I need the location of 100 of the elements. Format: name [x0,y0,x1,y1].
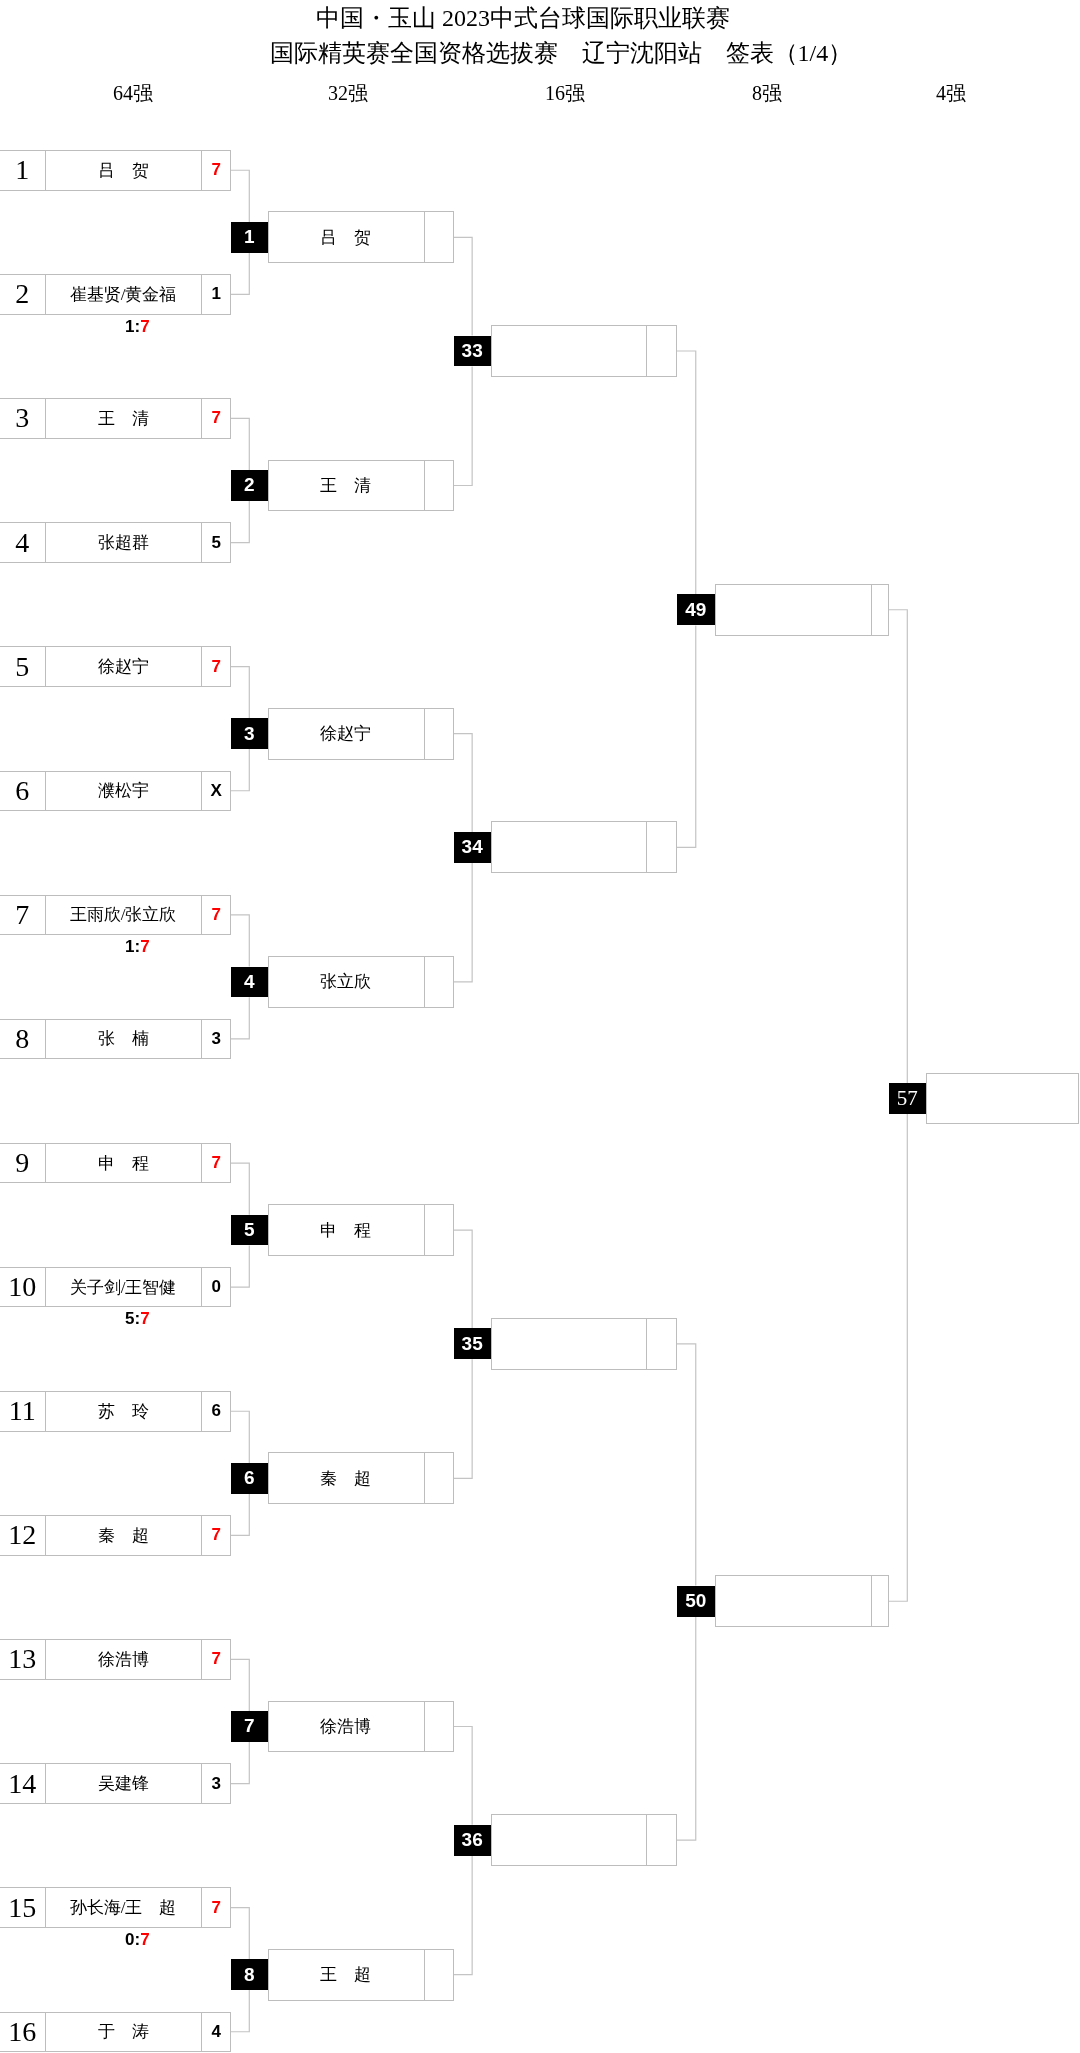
match-score: 1 [200,275,231,314]
match-number: 2 [230,470,268,501]
match-score: 5 [200,523,231,562]
match-number: 5 [230,1214,268,1246]
seed-number: 3 [14,401,31,436]
player-slot [267,956,454,1008]
match-score: 7 [200,399,231,438]
player-name: 徐赵宁 [44,647,201,686]
seed-number: 5 [14,649,31,684]
player-name: 濮松宇 [44,771,201,810]
match-score: 3 [200,1019,231,1059]
player-name: 王 清 [319,475,373,497]
player-name: 徐赵宁 [319,723,373,746]
bracket-line [230,500,250,544]
player-name: 王 清 [44,399,201,438]
player-row [0,150,231,191]
player-name: 申 程 [44,1143,201,1183]
match-result: 5:7 [125,1309,150,1330]
match-number: 7 [230,1711,268,1742]
seed-number: 13 [7,1642,38,1677]
player-slot [267,1452,454,1505]
player-row [0,1391,231,1432]
bracket-line [453,236,473,337]
bracket-line [230,1493,250,1536]
player-name: 于 涛 [44,2012,201,2051]
bracket-line [676,1343,697,1587]
player-row [0,1266,231,1308]
round-header: 16强 [545,81,585,105]
bracket-line [453,862,473,983]
player-name: 吕 贺 [44,151,201,190]
bracket-line [230,1162,250,1216]
seed-number: 6 [14,773,31,808]
player-slot [925,1072,1080,1125]
seed-number: 8 [14,1021,31,1056]
seed-number: 7 [14,897,31,932]
player-name: 崔基贤/黄金福 [44,275,201,314]
bracket-line [676,1616,697,1841]
bracket-line [453,1229,473,1329]
match-number: 36 [453,1824,491,1856]
player-row [0,1142,231,1184]
bracket-line [888,609,908,1084]
subtitle: 国际精英赛全国资格选拔赛 辽宁沈阳站 签表（1/4） [269,38,853,68]
match-score: 7 [200,647,231,686]
bracket-line [230,417,250,471]
player-row [0,1639,231,1680]
player-slot [267,1204,454,1256]
match-number: 6 [230,1462,268,1494]
player-name: 秦 超 [44,1516,201,1555]
player-row [0,1018,231,1060]
round-header: 32强 [328,81,368,105]
player-name: 关子剑/王智健 [44,1267,201,1307]
match-number: 4 [230,966,268,998]
player-slot [267,707,454,760]
seed-number: 9 [14,1146,31,1181]
match-result: 0:7 [125,1929,150,1951]
seed-number: 16 [7,2014,38,2049]
round-header: 4强 [936,81,966,105]
player-row [0,398,231,439]
player-slot [714,583,889,636]
seed-number: 4 [14,525,31,560]
bracket-line [676,624,697,848]
seed-number: 14 [7,1766,38,1801]
bracket-line [453,1725,473,1826]
player-name: 徐浩博 [44,1640,201,1679]
match-score: 7 [200,1640,231,1679]
player-row [0,274,231,315]
player-name: 张 楠 [44,1019,201,1059]
player-slot [267,459,454,512]
player-slot [267,1700,454,1753]
match-result: 1:7 [125,316,150,337]
player-name: 苏 玲 [44,1392,201,1431]
match-number: 35 [453,1328,491,1360]
round-header: 64强 [113,81,153,105]
bracket-line [230,748,250,792]
player-slot [267,211,454,264]
bracket-line [453,1855,473,1976]
bracket-line [230,1741,250,1785]
player-name: 王雨欣/张立欣 [44,895,201,935]
bracket-line [453,365,473,487]
match-score: 7 [200,1888,231,1927]
seed-number: 2 [14,277,31,312]
match-score: 7 [200,1516,231,1555]
seed-number: 11 [7,1394,37,1429]
player-slot [490,821,677,874]
player-name: 张立欣 [319,971,373,994]
bracket-line [230,1989,250,2033]
seed-number: 12 [7,1518,38,1553]
bracket-line [230,666,250,719]
match-score: 7 [200,895,231,935]
match-score: 4 [200,2012,231,2051]
player-slot [490,325,677,377]
match-number: 3 [230,718,268,750]
player-slot [490,1317,677,1370]
seed-number: 1 [14,153,31,188]
bracket-line [230,252,250,295]
bracket-line [888,1113,908,1602]
player-row [0,894,231,936]
match-score: 3 [200,1764,231,1803]
bracket-line [230,1658,250,1712]
bracket-line [230,1907,250,1960]
